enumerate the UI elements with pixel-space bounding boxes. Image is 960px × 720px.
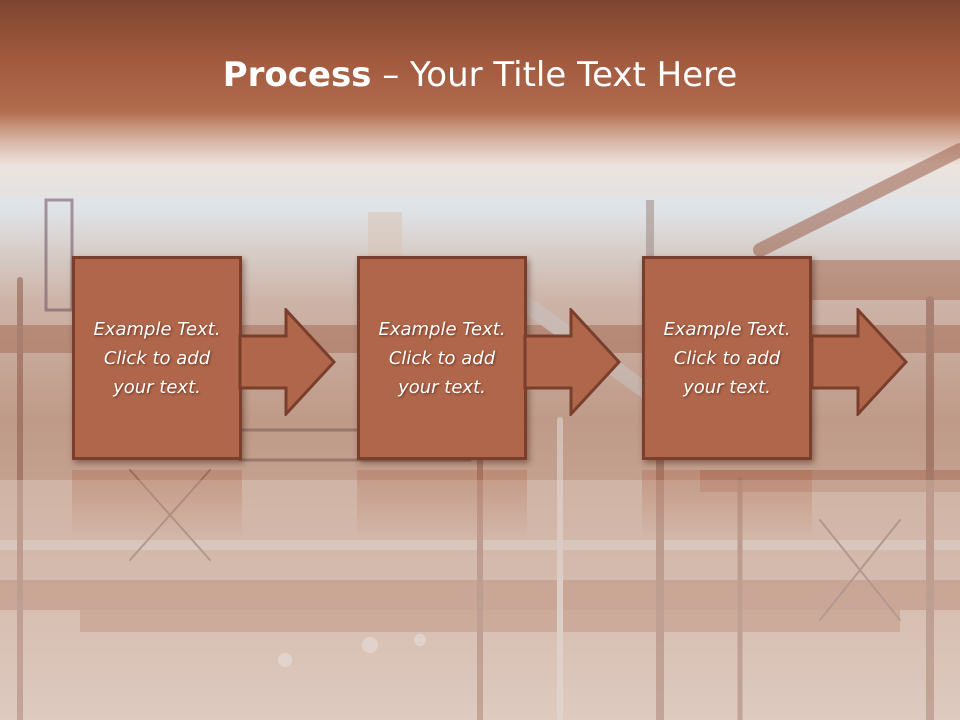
- process-step-2[interactable]: Example Text. Click to add your text.: [357, 256, 533, 466]
- title-bold: Process: [222, 55, 372, 95]
- step-text[interactable]: Example Text. Click to add your text.: [367, 315, 517, 402]
- process-step-1[interactable]: Example Text. Click to add your text.: [72, 256, 248, 466]
- step-box[interactable]: Example Text. Click to add your text.: [357, 256, 527, 460]
- step-line: Example Text.: [93, 318, 221, 340]
- step-box[interactable]: Example Text. Click to add your text.: [72, 256, 242, 460]
- step-line: your text.: [113, 376, 201, 398]
- step-text[interactable]: Example Text. Click to add your text.: [652, 315, 802, 402]
- arrow-right-icon: [523, 308, 622, 416]
- step-line: Example Text.: [378, 318, 506, 340]
- step-box[interactable]: Example Text. Click to add your text.: [642, 256, 812, 460]
- step-text[interactable]: Example Text. Click to add your text.: [82, 315, 232, 402]
- title-rest: – Your Title Text Here: [371, 55, 738, 95]
- arrow-right-icon: [810, 308, 909, 416]
- step-reflection: [642, 470, 812, 540]
- step-line: Click to add: [103, 347, 211, 369]
- step-line: Click to add: [673, 347, 781, 369]
- step-line: Click to add: [388, 347, 496, 369]
- step-line: your text.: [683, 376, 771, 398]
- step-line: your text.: [398, 376, 486, 398]
- slide-title[interactable]: Process – Your Title Text Here: [0, 52, 960, 98]
- step-line: Example Text.: [663, 318, 791, 340]
- arrow-right-icon: [238, 308, 337, 416]
- process-step-3[interactable]: Example Text. Click to add your text.: [642, 256, 818, 466]
- step-reflection: [357, 470, 527, 540]
- step-reflection: [72, 470, 242, 540]
